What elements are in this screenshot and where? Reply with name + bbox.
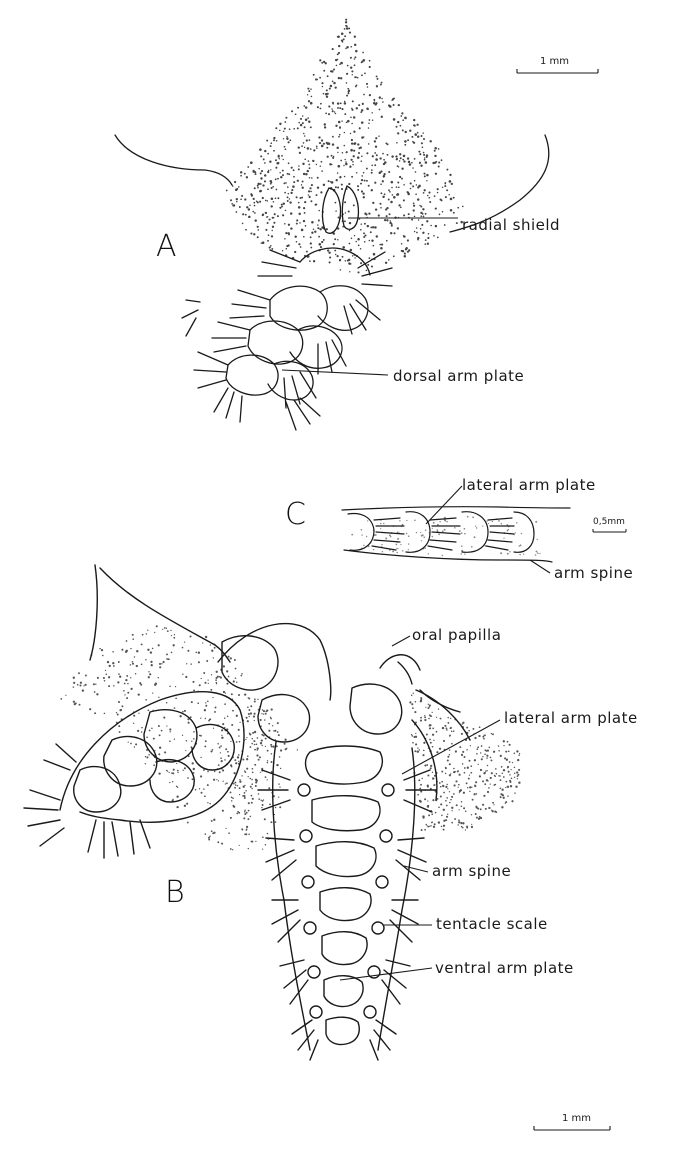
arm-b-left-seg-2 (104, 737, 157, 786)
arm-spines-c (372, 518, 514, 550)
arm-spines-b-center (258, 770, 436, 1060)
oral-shield-left (222, 636, 278, 690)
specimen-a (115, 135, 549, 430)
panel-letter-b: B (165, 878, 185, 908)
label-dorsal-arm-plate: dorsal arm plate (393, 369, 524, 384)
disc-stipple-b (60, 625, 520, 850)
arm-b-left-seg-4 (192, 725, 234, 770)
disc-stipple-a (226, 19, 464, 274)
arm-c-upper-edge (342, 507, 570, 510)
label-tentacle-scale: tentacle scale (436, 917, 548, 932)
oral-shield-center-right (350, 684, 402, 734)
leader-arm-spine-c (530, 560, 550, 573)
arm-c-segment-3 (462, 512, 488, 553)
arm-b-left-seg-3 (74, 767, 121, 812)
label-lateral-arm-plate-b: lateral arm plate (504, 711, 638, 726)
arm-a-segment-2 (318, 286, 368, 331)
label-oral-papilla: oral papilla (412, 628, 501, 643)
disc-edge-right-b (398, 662, 460, 712)
arm-a-segment-1 (270, 286, 327, 330)
leader-dorsal-arm-plate (282, 370, 388, 375)
panel-letter-c: C (285, 500, 306, 530)
label-radial-shield: radial shield (462, 218, 560, 233)
label-arm-spine-b: arm spine (432, 864, 511, 879)
label-ventral-arm-plate: ventral arm plate (435, 961, 574, 976)
arm-b-center-seg-7 (326, 1017, 359, 1044)
leader-oral-papilla (392, 636, 410, 646)
arm-b-center-seg-5 (322, 932, 367, 965)
arm-a-segment-4 (290, 326, 342, 368)
arm-a-segment-6 (268, 361, 313, 400)
arm-b-left-seg-1 (144, 710, 197, 762)
arm-b-center-seg-1 (306, 746, 383, 784)
scale-bar-bottom (534, 1126, 610, 1130)
arm-b-center-left-edge (273, 742, 310, 1050)
jaw-outline (218, 624, 420, 700)
scale-label-bottom: 1 mm (562, 1114, 591, 1124)
scale-label-middle: 0,5mm (593, 518, 625, 527)
arm-spines-a (182, 250, 392, 430)
arm-b-right-lateral (412, 690, 470, 800)
arm-b-center-seg-4 (320, 888, 371, 921)
scale-bar-top (517, 69, 598, 73)
label-lateral-arm-plate-c: lateral arm plate (462, 478, 596, 493)
arm-spines-b-left (24, 744, 150, 858)
oral-shield-center-left (258, 695, 310, 742)
arm-b-center-seg-3 (316, 842, 376, 877)
arm-c-segment-2 (406, 512, 430, 553)
arm-b-center-seg-2 (312, 796, 380, 831)
arm-c-segment-1 (348, 514, 374, 551)
arm-c-segment-4 (514, 512, 534, 552)
arm-a-segment-5 (226, 355, 278, 395)
panel-letter-a: A (156, 232, 177, 262)
leader-ventral-arm-plate (340, 968, 432, 980)
scale-label-top: 1 mm (540, 57, 569, 67)
arm-b-center-seg-6 (324, 976, 363, 1007)
label-arm-spine-c: arm spine (554, 566, 633, 581)
disc-outline-b (90, 565, 230, 662)
radial-shield-left (322, 188, 340, 233)
disc-outline-left-a (115, 135, 232, 185)
scale-bar-middle (593, 529, 626, 532)
leader-lateral-arm-plate-c (426, 486, 462, 524)
arm-stipple-c (351, 516, 540, 556)
